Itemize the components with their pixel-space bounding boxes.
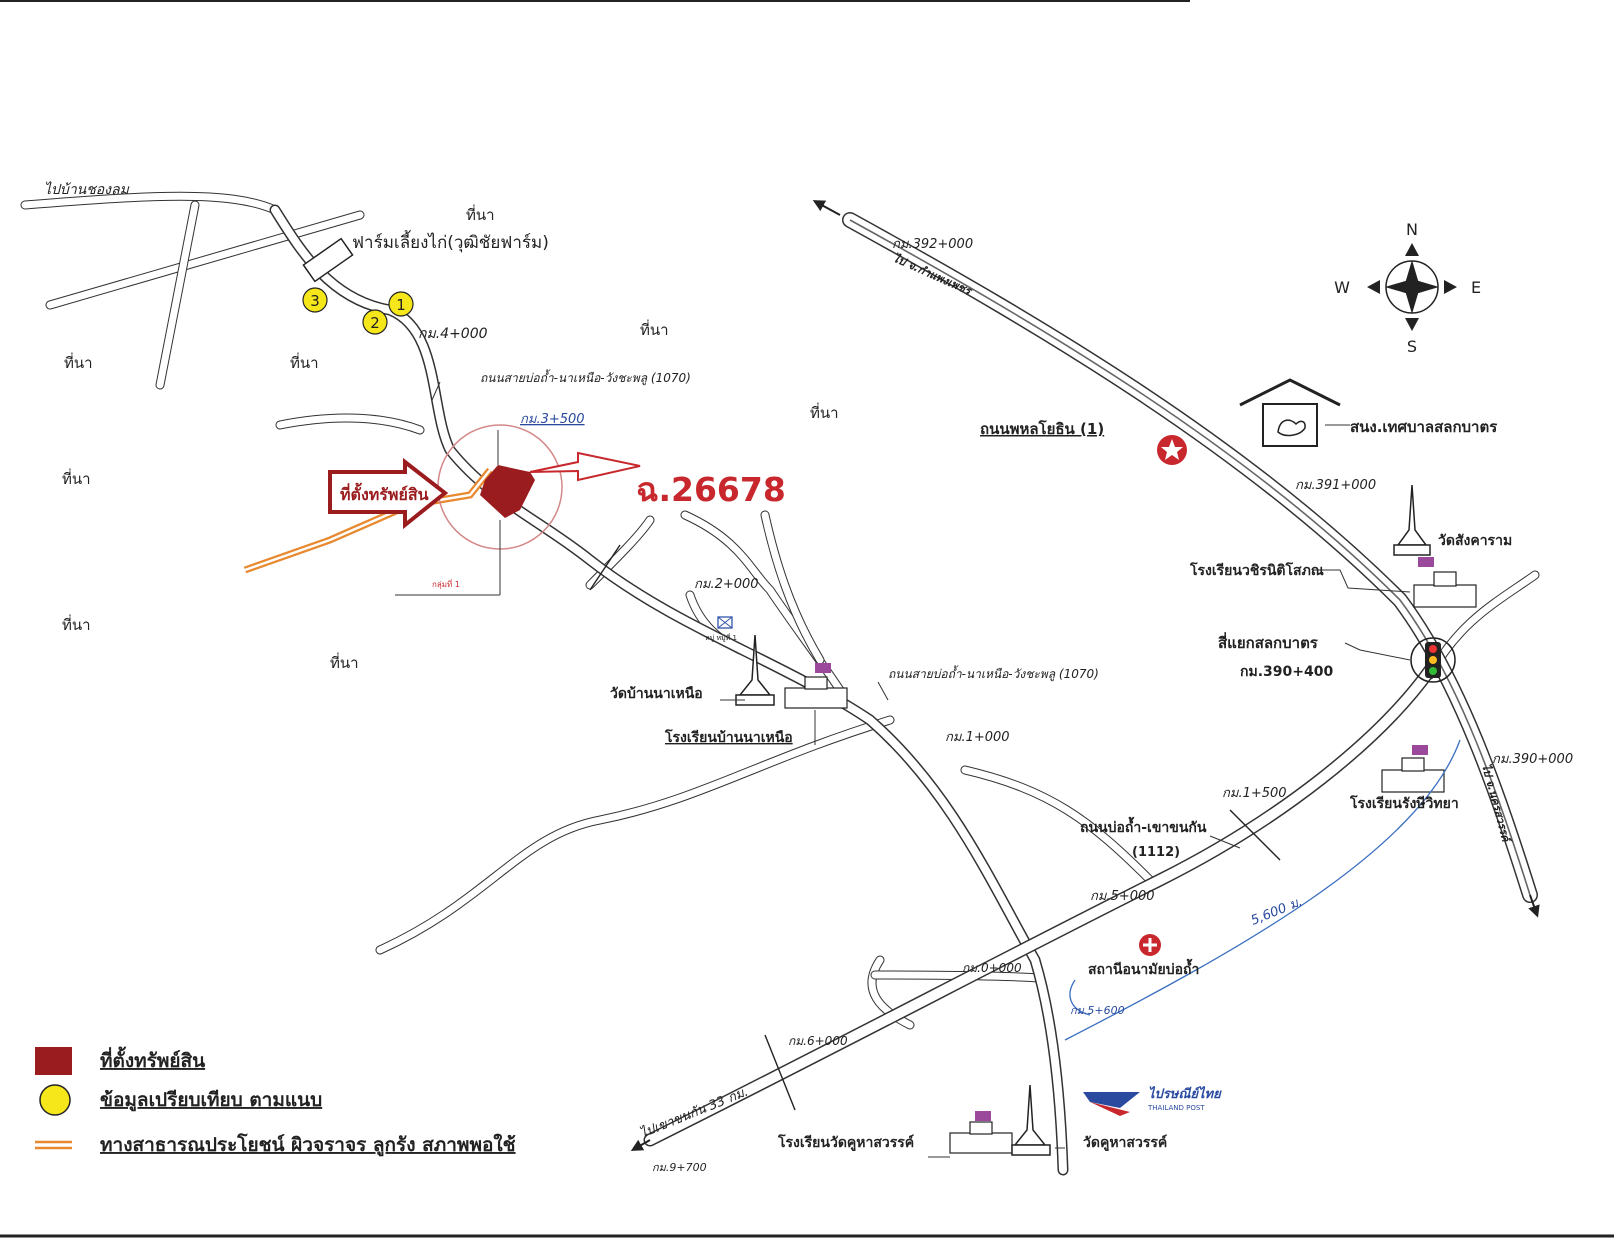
post-office-logo: ไปรษณีย์ไทย THAILAND POST — [1083, 1086, 1222, 1116]
to-khao-label: ไปเขาขนกัน 33 กม. — [638, 1084, 751, 1142]
compass-e: E — [1471, 278, 1481, 297]
km-390-label: กม.390+000 — [1492, 752, 1573, 767]
field-label: ที่นา — [640, 319, 669, 339]
road-1070 — [269, 204, 1069, 1176]
km-3500-label: กม.3+500 — [520, 412, 585, 427]
compass-s: S — [1407, 337, 1417, 356]
legend-label-compare: ข้อมูลเปรียบเทียบ ตามแนบ — [100, 1089, 322, 1112]
temple-icon — [1393, 484, 1431, 556]
km-4000-label: กม.4+000 — [418, 326, 488, 342]
km-2000-label: กม.2+000 — [694, 577, 759, 592]
school-ban-na-nuea-label: โรงเรียนบ้านนาเหนือ — [664, 728, 793, 746]
school-wat-khuha-label: โรงเรียนวัดคูหาสวรรค์ — [777, 1133, 914, 1151]
road-1070-label-a: ถนนสายบ่อถ้ำ-นาเหนือ-วังชะพลู (1070) — [480, 369, 691, 386]
km-0000-label: กม.0+000 — [962, 961, 1022, 975]
temple-icon — [1011, 1084, 1051, 1156]
road-1112-label-b: (1112) — [1132, 845, 1180, 860]
km-6000-label: กม.6+000 — [788, 1034, 848, 1048]
wat-khuha-label: วัดคูหาสวรรค์ — [1083, 1134, 1167, 1151]
school-icon — [1413, 557, 1477, 608]
distance-label: 5,600 ม. — [1249, 895, 1305, 929]
group-label: กลุ่มที่ 1 — [432, 578, 460, 589]
compass-w: W — [1334, 278, 1350, 297]
road-1112-label-a: ถนนบ่อถ้ำ-เขาขนกัน — [1080, 816, 1207, 836]
traffic-light-icon — [1410, 637, 1456, 683]
legend-label-public-road: ทางสาธารณประโยชน์ ผิวจราจร ลูกรัง สภาพพอ… — [100, 1133, 516, 1157]
municipality-icon — [1239, 378, 1341, 447]
point-2-label: 2 — [370, 314, 380, 332]
school-icon — [949, 1111, 1013, 1154]
deed-number: ฉ.26678 — [636, 470, 786, 509]
legend-swatch-compare — [39, 1084, 71, 1116]
road-1112 — [630, 663, 1437, 1151]
health-center-label: สถานีอนามัยบ่อถ้ำ — [1088, 958, 1199, 978]
compass-n: N — [1406, 220, 1418, 239]
wat-sangkharam-label: วัดสังคาราม — [1438, 533, 1512, 549]
km-5000-label: กม.5+000 — [1090, 889, 1155, 904]
field-label: ที่นา — [466, 204, 495, 224]
school-wachira-label: โรงเรียนวชิรนิติโสภณ — [1189, 561, 1324, 579]
km-392-label: กม.392+000 — [892, 237, 973, 252]
farm-building — [302, 237, 354, 283]
comparison-points: 1 2 3 — [302, 287, 414, 335]
field-label: ที่นา — [810, 402, 839, 422]
wat-ban-na-nuea-label: วัดบ้านนาเหนือ — [610, 686, 703, 702]
phahonyothin-label: ถนนพหลโยธิน (1) — [980, 419, 1104, 438]
school-rung-label: โรงเรียนรังษีวิทยา — [1349, 794, 1459, 812]
minor-roads — [20, 191, 1540, 1030]
gas-station-icon — [1157, 435, 1187, 465]
intersection-label: สี่แยกสลกบาตร — [1218, 632, 1319, 652]
road-1070-label-b: ถนนสายบ่อถ้ำ-นาเหนือ-วังชะพลู (1070) — [888, 665, 1099, 682]
legend: ที่ตั้งทรัพย์สิน ข้อมูลเปรียบเทียบ ตามแน… — [35, 1046, 516, 1157]
property-arrow-label: ที่ตั้งทรัพย์สิน — [340, 482, 429, 504]
legend-label-property: ที่ตั้งทรัพย์สิน — [100, 1046, 205, 1072]
km-1000-label: กม.1+000 — [945, 730, 1010, 745]
km-9700-label: กม.9+700 — [652, 1161, 707, 1174]
farm-label: ฟาร์มเลี้ยงไก่(วุฒิชัยฟาร์ม) — [352, 230, 549, 253]
property-site — [328, 424, 641, 596]
legend-swatch-property — [35, 1047, 72, 1075]
km-1500-label: กม.1+500 — [1222, 786, 1287, 801]
post-office-name: ไปรษณีย์ไทย — [1148, 1086, 1222, 1102]
field-label: ที่นา — [62, 468, 91, 488]
km-390400-label: กม.390+400 — [1240, 664, 1333, 680]
distance-line — [1064, 739, 1461, 1041]
village-moo-label: หมู่ หมู่ที่ 1 — [705, 633, 737, 642]
to-ban-chong-lom-label: ไปบ้านชองลม — [44, 181, 130, 198]
post-box-icon — [717, 616, 733, 629]
km-391-label: กม.391+000 — [1295, 478, 1376, 493]
km-5600-label: กม.5+600 — [1070, 1004, 1125, 1017]
field-label: ที่นา — [290, 352, 319, 372]
field-label: ที่นา — [62, 614, 91, 634]
legend-swatch-public-road — [35, 1140, 72, 1150]
point-3-label: 3 — [310, 292, 320, 310]
municipality-label: สนง.เทศบาลสลกบาตร — [1350, 418, 1498, 436]
point-1-label: 1 — [396, 296, 406, 314]
field-label: ที่นา — [64, 352, 93, 372]
compass-rose: N S E W — [1334, 220, 1481, 356]
post-office-name-en: THAILAND POST — [1147, 1104, 1205, 1112]
school-icon — [1381, 745, 1445, 793]
road-phahonyothin — [812, 200, 1540, 918]
field-label: ที่นา — [330, 652, 359, 672]
school-icon — [784, 663, 848, 709]
health-center-icon — [1139, 934, 1161, 956]
